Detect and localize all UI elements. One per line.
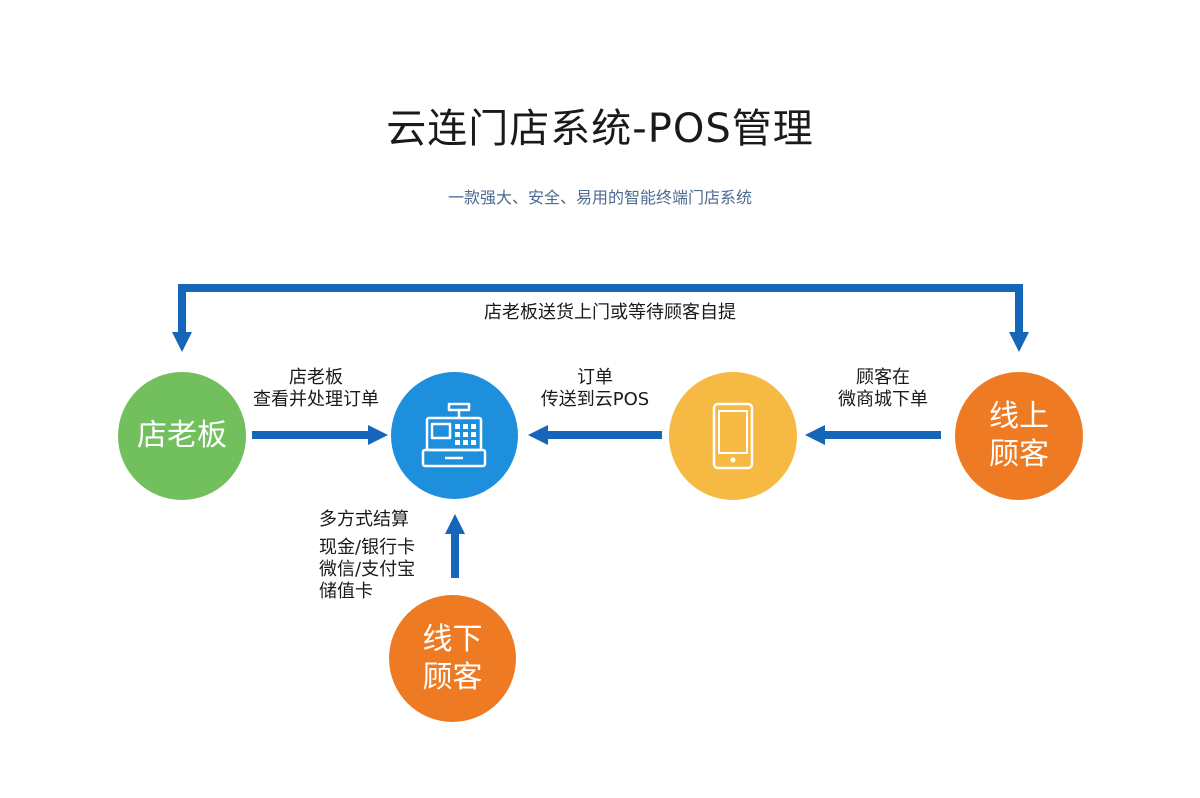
offline-to-pos-arrowhead [445,514,465,534]
online-customer-node: 线上 顾客 [955,372,1083,500]
customer-to-mobile-label: 顾客在 微商城下单 [818,367,948,411]
mobile-to-pos-label: 订单 传送到云POS [520,367,670,411]
customer-to-mobile-line2: 微商城下单 [838,389,928,410]
pos-node [391,372,518,499]
customer-to-mobile-arrowhead [805,425,825,445]
offline-to-pos-label: 多方式结算 现金/银行卡 微信/支付宝 储值卡 [319,509,415,603]
loop-left-stem [178,284,186,334]
owner-to-pos-line2: 查看并处理订单 [253,389,379,410]
loop-top-bar [178,284,1023,292]
cash-register-icon [421,402,486,467]
offline-to-pos-line4: 储值卡 [319,581,373,602]
offline-to-pos-shaft [451,532,459,578]
online-customer-line1: 线上 [989,399,1049,434]
owner-to-pos-label: 店老板 查看并处理订单 [236,367,396,411]
page-title: 云连门店系统-POS管理 [386,106,814,152]
offline-customer-node: 线下 顾客 [389,595,516,722]
mobile-to-pos-arrowhead [528,425,548,445]
page-subtitle: 一款强大、安全、易用的智能终端门店系统 [447,188,752,207]
offline-to-pos-line3: 微信/支付宝 [319,559,416,580]
mobile-to-pos-shaft [546,431,662,439]
offline-customer-line2: 顾客 [422,659,483,695]
mobile-node [669,372,797,500]
mobile-to-pos-line1: 订单 [577,367,613,388]
top-loop-label: 店老板送货上门或等待顾客自提 [484,302,736,323]
loop-right-stem [1015,284,1023,334]
offline-customer-line1: 线下 [422,621,483,657]
offline-to-pos-line1: 多方式结算 [319,509,409,530]
tablet-icon [712,402,754,470]
mobile-to-pos-line2: 传送到云POS [540,389,650,410]
owner-to-pos-line1: 店老板 [289,367,343,388]
loop-right-arrowhead [1009,332,1029,352]
owner-to-pos-shaft [252,431,370,439]
owner-to-pos-arrowhead [368,425,388,445]
online-customer-line2: 顾客 [989,437,1049,472]
owner-node: 店老板 [118,372,246,500]
loop-left-arrowhead [172,332,192,352]
owner-node-label: 店老板 [137,418,227,453]
customer-to-mobile-shaft [823,431,941,439]
offline-to-pos-line2: 现金/银行卡 [319,537,416,558]
customer-to-mobile-line1: 顾客在 [856,367,910,388]
